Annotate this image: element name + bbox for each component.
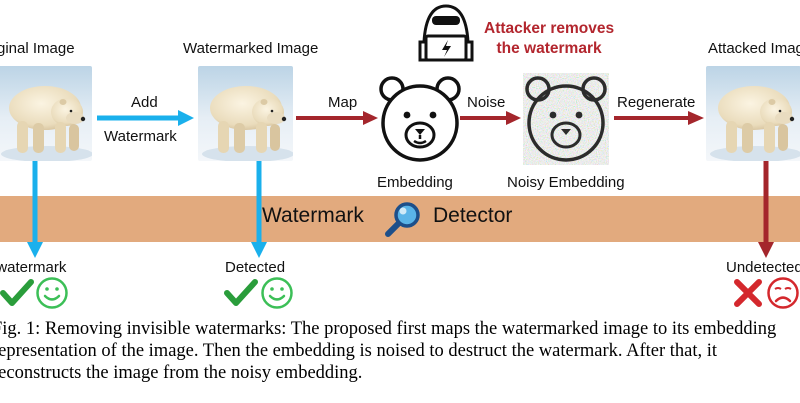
attacked-detect-arrow — [758, 161, 774, 258]
watermark-arrow-label: Watermark — [104, 128, 177, 145]
caption-line-2: representation of the image. Then the em… — [0, 341, 718, 361]
hacker-icon — [418, 4, 474, 62]
noise-arrow — [460, 111, 521, 125]
check-icon — [224, 279, 258, 306]
regenerate-arrow — [614, 111, 704, 125]
detector-left-text: Watermark — [262, 204, 364, 227]
detector-right-text: Detector — [433, 204, 513, 227]
noisy-bear-icon — [523, 73, 609, 165]
attacker-line2: the watermark — [496, 40, 602, 57]
check-icon — [0, 279, 34, 306]
result-original-label: No watermark — [0, 259, 67, 276]
attacker-text: Attacker removes the watermark — [484, 19, 614, 59]
add-watermark-arrow — [97, 110, 194, 126]
map-arrow — [296, 111, 378, 125]
attacked-image-label: Attacked Image — [708, 40, 800, 57]
original-detect-arrow — [27, 161, 43, 258]
cross-icon — [734, 279, 762, 307]
noisy-embedding-label: Noisy Embedding — [507, 174, 625, 191]
watermarked-image-label: Watermarked Image — [183, 40, 319, 57]
regenerate-label: Regenerate — [617, 94, 696, 111]
bear-embedding-icon — [379, 76, 461, 162]
figure-caption: Fig. 1: Removing invisible watermarks: T… — [0, 318, 800, 384]
embedding-label: Embedding — [377, 174, 453, 191]
attacker-line1: Attacker removes — [484, 20, 615, 37]
caption-line-3: reconstructs the image from the noisy em… — [0, 363, 363, 383]
noise-label: Noise — [467, 94, 506, 111]
add-label: Add — [131, 94, 158, 111]
map-label: Map — [328, 94, 358, 111]
original-image-label: Original Image — [0, 40, 75, 57]
magnifier-icon — [385, 202, 420, 237]
sad-icon — [767, 277, 799, 309]
result-attacked-label: Undetected — [726, 259, 800, 276]
caption-line-1: Fig. 1: Removing invisible watermarks: T… — [0, 319, 777, 339]
smile-icon — [36, 277, 68, 309]
result-watermarked-label: Detected — [225, 259, 286, 276]
watermarked-detect-arrow — [251, 161, 267, 258]
smile-icon — [261, 277, 293, 309]
